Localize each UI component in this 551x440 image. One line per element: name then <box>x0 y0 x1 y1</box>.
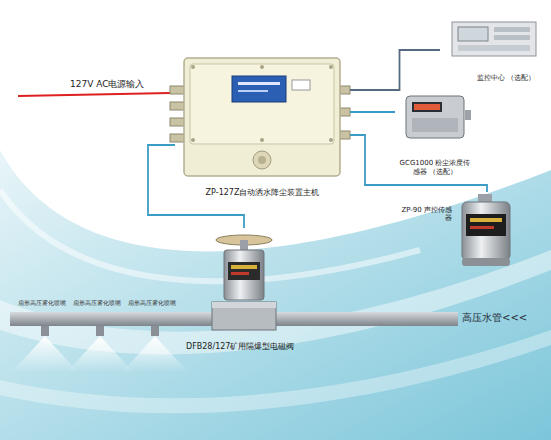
nozzle-group <box>12 326 188 372</box>
solenoid-valve <box>212 235 276 330</box>
monitor-box: 监控中心 （选配） <box>440 18 544 84</box>
cable-line <box>350 50 440 90</box>
cable-line <box>350 111 395 113</box>
power-line <box>18 93 170 96</box>
zp90-sensor <box>462 194 510 266</box>
nozzle-label: 扇形高压雾化喷嘴 <box>128 300 176 307</box>
device-caption: DFB28/127矿用隔爆型电磁阀 <box>186 342 328 352</box>
power-label: 127V AC电源输入 <box>70 80 144 90</box>
sound-sensor-box: ZP-90 声控传感器 <box>395 192 520 272</box>
dust-sensor-box: GCG1000 粉尘浓度传感器 （选配） <box>395 90 475 178</box>
monitor-panel <box>452 22 536 56</box>
wave-ground <box>0 150 551 440</box>
valve-box: DFB28/127矿用隔爆型电磁阀 <box>180 228 330 354</box>
cable-line <box>350 135 487 192</box>
wave-streak <box>0 330 551 413</box>
wave-streak <box>0 190 420 281</box>
dust-sensor <box>406 96 471 138</box>
device-caption: ZP-127Z自动洒水降尘装置主机 <box>177 188 348 198</box>
device-caption: GCG1000 粉尘浓度传感器 （选配） <box>397 159 473 176</box>
nozzle-label: 扇形高压雾化喷嘴 <box>73 300 121 307</box>
nozzle-label: 扇形高压雾化喷嘴 <box>18 300 66 307</box>
wave-streak <box>0 250 551 354</box>
host-caption-box: ZP-127Z自动洒水降尘装置主机 <box>175 52 350 200</box>
host-enclosure <box>170 58 350 176</box>
device-caption: ZP-90 声控传感器 <box>397 206 452 223</box>
pipe-label: 高压水管<<< <box>462 312 527 323</box>
cable-line <box>148 145 244 228</box>
device-caption: 监控中心 （选配） <box>470 74 542 82</box>
